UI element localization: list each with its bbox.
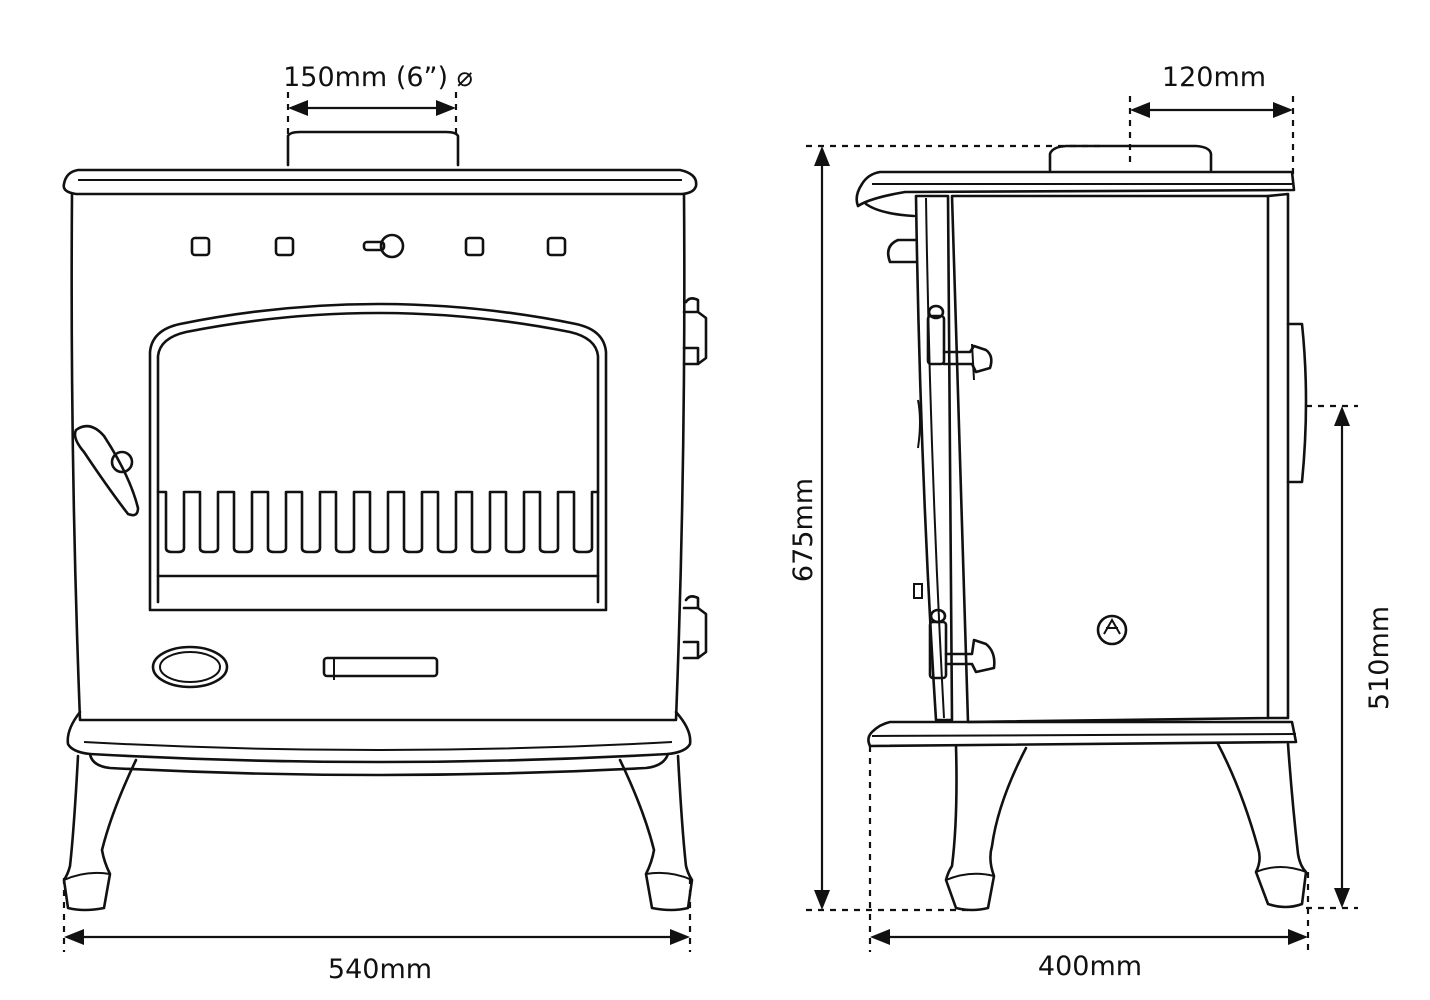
side-boss [1096, 614, 1128, 646]
front-plinth-lower [88, 752, 670, 777]
side-handle-bulge [917, 399, 921, 449]
dim-width: 540mm [62, 878, 692, 985]
side-rear-leg [1216, 742, 1308, 909]
side-rear-flange [1266, 192, 1290, 720]
dim-depth: 400mm [868, 746, 1310, 982]
depth-label: 400mm [1038, 951, 1142, 982]
front-upper-hinge [682, 297, 708, 366]
front-fire-grate [156, 490, 600, 554]
outlet-height-label: 510mm [1364, 606, 1395, 710]
flue-diameter-label: 150mm (6”) ⌀ [283, 62, 473, 93]
side-upper-hinge-cap [927, 304, 945, 320]
side-front-foot [945, 872, 995, 881]
dim-flue-offset: 120mm [1128, 62, 1295, 176]
side-upper-latch [942, 344, 993, 374]
front-right-foot [645, 871, 693, 881]
front-door-handle [73, 424, 140, 517]
side-view [855, 144, 1308, 912]
side-door-section [914, 194, 954, 722]
width-label: 540mm [328, 954, 432, 985]
front-vent-knob-3 [464, 236, 485, 257]
side-plinth-edge [871, 733, 1297, 737]
front-ash-vent-inner [159, 651, 221, 683]
front-view [62, 130, 708, 912]
front-handle-boss [110, 450, 134, 474]
front-riddling-lever [322, 656, 439, 678]
front-ash-vent [151, 645, 229, 689]
side-lower-catch [913, 583, 923, 599]
side-door-edge [925, 197, 945, 719]
front-door-glass [156, 311, 600, 604]
dim-flue-diameter: 150mm (6”) ⌀ [283, 62, 473, 136]
side-lower-hinge-cap [929, 608, 947, 624]
front-lower-hinge [682, 595, 708, 660]
front-flue-collar [286, 130, 460, 167]
side-rear-foot [1255, 866, 1307, 873]
front-plinth-edge [83, 741, 673, 751]
dim-total-height: 675mm [788, 144, 1100, 912]
side-top-overhang [864, 202, 916, 218]
side-upper-hinge-barrel [926, 314, 946, 366]
front-base-plinth [66, 710, 692, 764]
side-rear-outlet [1286, 322, 1308, 484]
front-door-frame [148, 302, 608, 612]
front-top-plate [62, 168, 698, 196]
front-left-foot [63, 871, 111, 881]
side-lower-latch [944, 638, 996, 674]
side-vent-knob [886, 238, 918, 264]
side-top-plate [855, 170, 1296, 208]
front-vent-knob-1 [190, 236, 211, 257]
front-right-leg [618, 754, 694, 912]
front-left-leg [62, 754, 138, 912]
total-height-label: 675mm [788, 478, 819, 582]
front-centre-knob-lever [362, 240, 386, 252]
front-body [70, 192, 686, 722]
side-boss-mark [1103, 617, 1121, 635]
front-vent-knob-2 [274, 236, 295, 257]
flue-offset-label: 120mm [1162, 62, 1266, 93]
side-front-leg [944, 744, 1028, 912]
dim-outlet-height: 510mm [1306, 404, 1395, 910]
front-centre-knob [379, 233, 405, 259]
side-base-plinth [867, 720, 1298, 748]
front-vent-knob-4 [546, 236, 567, 257]
side-upper-latch-pin [971, 343, 975, 381]
